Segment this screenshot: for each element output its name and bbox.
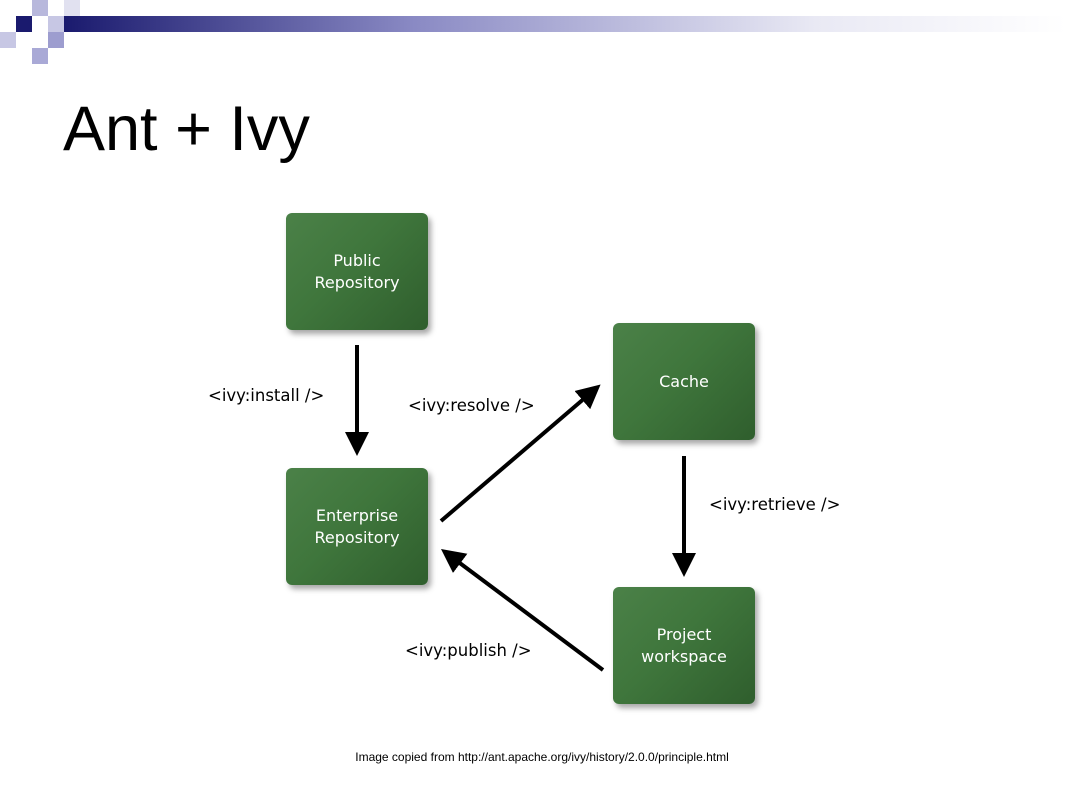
header-squares-graphic <box>0 0 1066 64</box>
header-gradient-band <box>64 16 1066 32</box>
header-square <box>64 0 80 16</box>
header-square <box>32 48 48 64</box>
retrieve-label: <ivy:retrieve /> <box>709 495 841 514</box>
header-square <box>0 32 16 48</box>
publish-arrow <box>440 549 605 672</box>
project-workspace-node: Project workspace <box>613 587 755 704</box>
cache-node: Cache <box>613 323 755 440</box>
publish-label: <ivy:publish /> <box>405 641 532 660</box>
install-label: <ivy:install /> <box>208 386 325 405</box>
resolve-label: <ivy:resolve /> <box>408 396 535 415</box>
public-repository-node: Public Repository <box>286 213 428 330</box>
slide-title: Ant + Ivy <box>63 94 310 164</box>
header-square-dark <box>16 16 32 32</box>
source-caption: Image copied from http://ant.apache.org/… <box>355 750 729 764</box>
enterprise-repository-node: Enterprise Repository <box>286 468 428 585</box>
header-square <box>48 16 64 32</box>
header-square <box>32 0 48 16</box>
header-decoration <box>0 0 1066 64</box>
header-square <box>48 32 64 48</box>
resolve-arrow <box>439 384 601 523</box>
